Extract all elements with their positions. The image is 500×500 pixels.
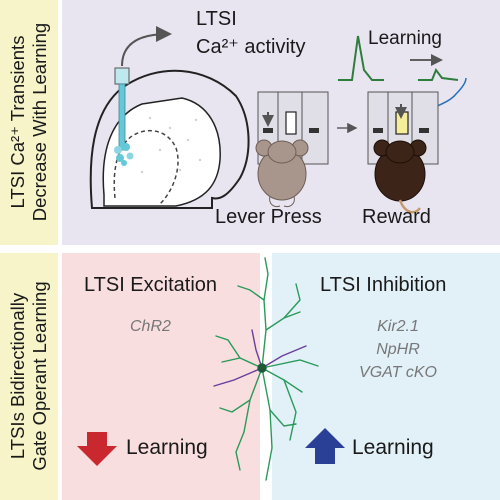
optical-fiber — [114, 67, 134, 166]
calcium-trace-before — [338, 35, 384, 81]
activity-subtitle: Ca²⁺ activity — [196, 36, 306, 58]
inhibition-title: LTSI Inhibition — [320, 274, 447, 296]
brain-schematic — [89, 69, 250, 209]
sidebar-bottom — [0, 253, 58, 500]
learning-label: Learning — [368, 28, 442, 49]
fiber-signal-arrow — [121, 26, 172, 67]
lever-press-label: Lever Press — [215, 206, 322, 228]
inhibition-method-2: NpHR — [376, 341, 420, 358]
mouse-after-icon — [373, 139, 427, 214]
inhibition-panel — [272, 253, 500, 500]
neuron-drawing — [213, 257, 319, 481]
inhibition-method-1: Kir2.1 — [377, 318, 419, 335]
reward-label: Reward — [362, 206, 431, 228]
learning-decrease-arrow — [77, 432, 117, 466]
inhibition-outcome: Learning — [352, 436, 434, 459]
mouse-before-icon — [255, 139, 309, 207]
sidebar-top — [0, 0, 58, 245]
excitation-outcome: Learning — [126, 436, 208, 459]
calcium-trace-after — [418, 67, 459, 81]
learning-increase-arrow — [305, 428, 345, 464]
activity-title: LTSI — [196, 8, 237, 30]
excitation-title: LTSI Excitation — [84, 274, 218, 296]
inhibition-method-3: VGAT cKO — [359, 364, 437, 381]
excitation-method: ChR2 — [130, 318, 171, 335]
